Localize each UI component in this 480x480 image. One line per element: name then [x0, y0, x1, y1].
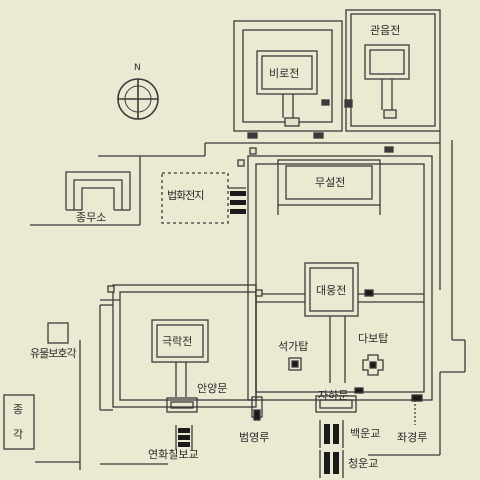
- jonggak-label-char-2: 각: [13, 428, 24, 441]
- jwagyeongnu-label: 좌경루: [397, 431, 428, 444]
- geungnakjeon-label: 극락전: [162, 335, 193, 348]
- jonggak-label-char-1: 종: [13, 403, 24, 416]
- gwaneumjeon-label: 관음전: [370, 24, 401, 37]
- dabotap-pagoda: [362, 354, 384, 376]
- geungnakjeon-building: [151, 319, 209, 397]
- anyangmun-label: 안양문: [197, 382, 228, 395]
- seokgatap-label: 석가탑: [278, 340, 309, 353]
- corridor-walls: [99, 155, 433, 411]
- baegungyo-bridge: [319, 420, 344, 448]
- yeonhwachilbogyo-bridge: [175, 425, 193, 450]
- anyangmun-gate: [166, 397, 198, 413]
- birojeon-compound: [233, 20, 343, 132]
- jonggak-building: [3, 394, 35, 450]
- compass-north-label: N: [134, 63, 141, 73]
- beophwajeonji-site: [161, 172, 246, 224]
- yumulbogwan-label: 유물보호각: [30, 347, 77, 360]
- jahamun-label: 자하문: [318, 389, 349, 402]
- beomyeongnu-pavilion: [251, 396, 263, 421]
- jwagyeongnu-marker: [411, 394, 423, 402]
- jongmuso-label: 종무소: [76, 211, 107, 224]
- yeonhwachilbogyo-label: 연화칠보교: [148, 448, 199, 461]
- outer-roads: [35, 131, 466, 465]
- museoljeon-building: [277, 159, 381, 215]
- museoljeon-label: 무설전: [315, 176, 346, 189]
- dabotap-label: 다보탑: [358, 332, 389, 345]
- daeungjeon-building: [304, 262, 359, 383]
- gwaneumjeon-compound: [344, 9, 441, 132]
- compass-icon: [117, 78, 159, 120]
- jonggak-label: 종 각: [13, 404, 23, 440]
- jahamun-gate: [315, 387, 364, 413]
- cheongungyo-bridge: [319, 450, 344, 478]
- baegungyo-label: 백운교: [350, 427, 381, 440]
- yumulbogwan-building: [47, 322, 81, 470]
- daeungjeon-label: 대웅전: [316, 284, 347, 297]
- cheongungyo-label: 청운교: [348, 457, 379, 470]
- beophwajeonji-label: 법화전지: [167, 189, 204, 202]
- seokgatap-pagoda: [288, 357, 302, 371]
- beomyeongnu-label: 범영루: [239, 431, 270, 444]
- jongmuso-building: [30, 156, 141, 226]
- birojeon-label: 비로전: [269, 67, 300, 80]
